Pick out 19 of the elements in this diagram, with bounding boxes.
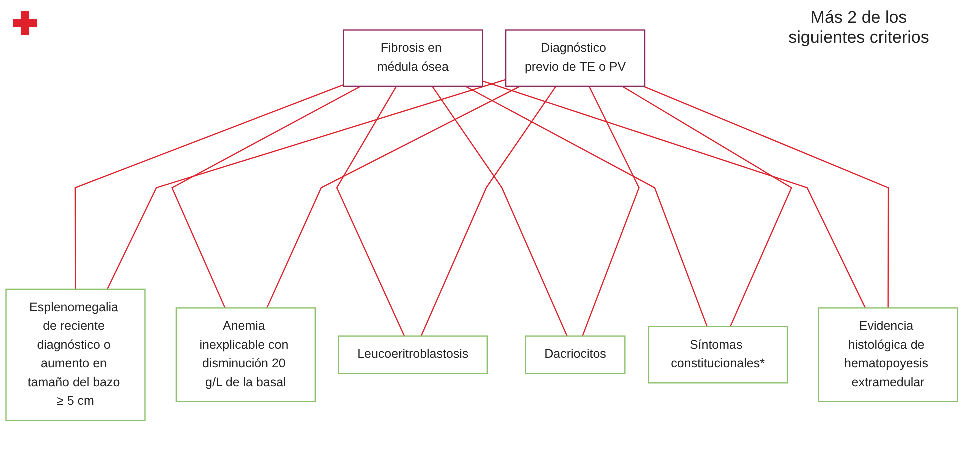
connector (172, 86, 362, 308)
connector (622, 86, 792, 327)
connector (336, 86, 406, 336)
node-box: Evidencia histológica de hematopoyesis extramedular (818, 307, 958, 402)
connector (643, 85, 890, 308)
connector (106, 78, 506, 290)
node-box: Anemia inexplicable con disminución 20 g/L de la basal (176, 307, 316, 402)
connector (74, 84, 344, 290)
node-box: Fibrosis en médula ósea (343, 29, 484, 87)
node-box: Leucoeritroblastosis (338, 335, 488, 374)
connector (465, 86, 708, 327)
connector (582, 86, 640, 336)
note-text: Más 2 de los siguientes criterios (788, 8, 930, 48)
node-box: Síntomas constitucionales* (648, 326, 788, 384)
node-box: Esplenomegalia de reciente diagnóstico o aumento en tamaño del bazo ≥ 5 cm (6, 288, 146, 421)
connector (266, 86, 521, 308)
node-box: Dacriocitos (525, 335, 626, 374)
node-box: Diagnóstico previo de TE o PV (505, 29, 646, 87)
connector (482, 80, 866, 308)
